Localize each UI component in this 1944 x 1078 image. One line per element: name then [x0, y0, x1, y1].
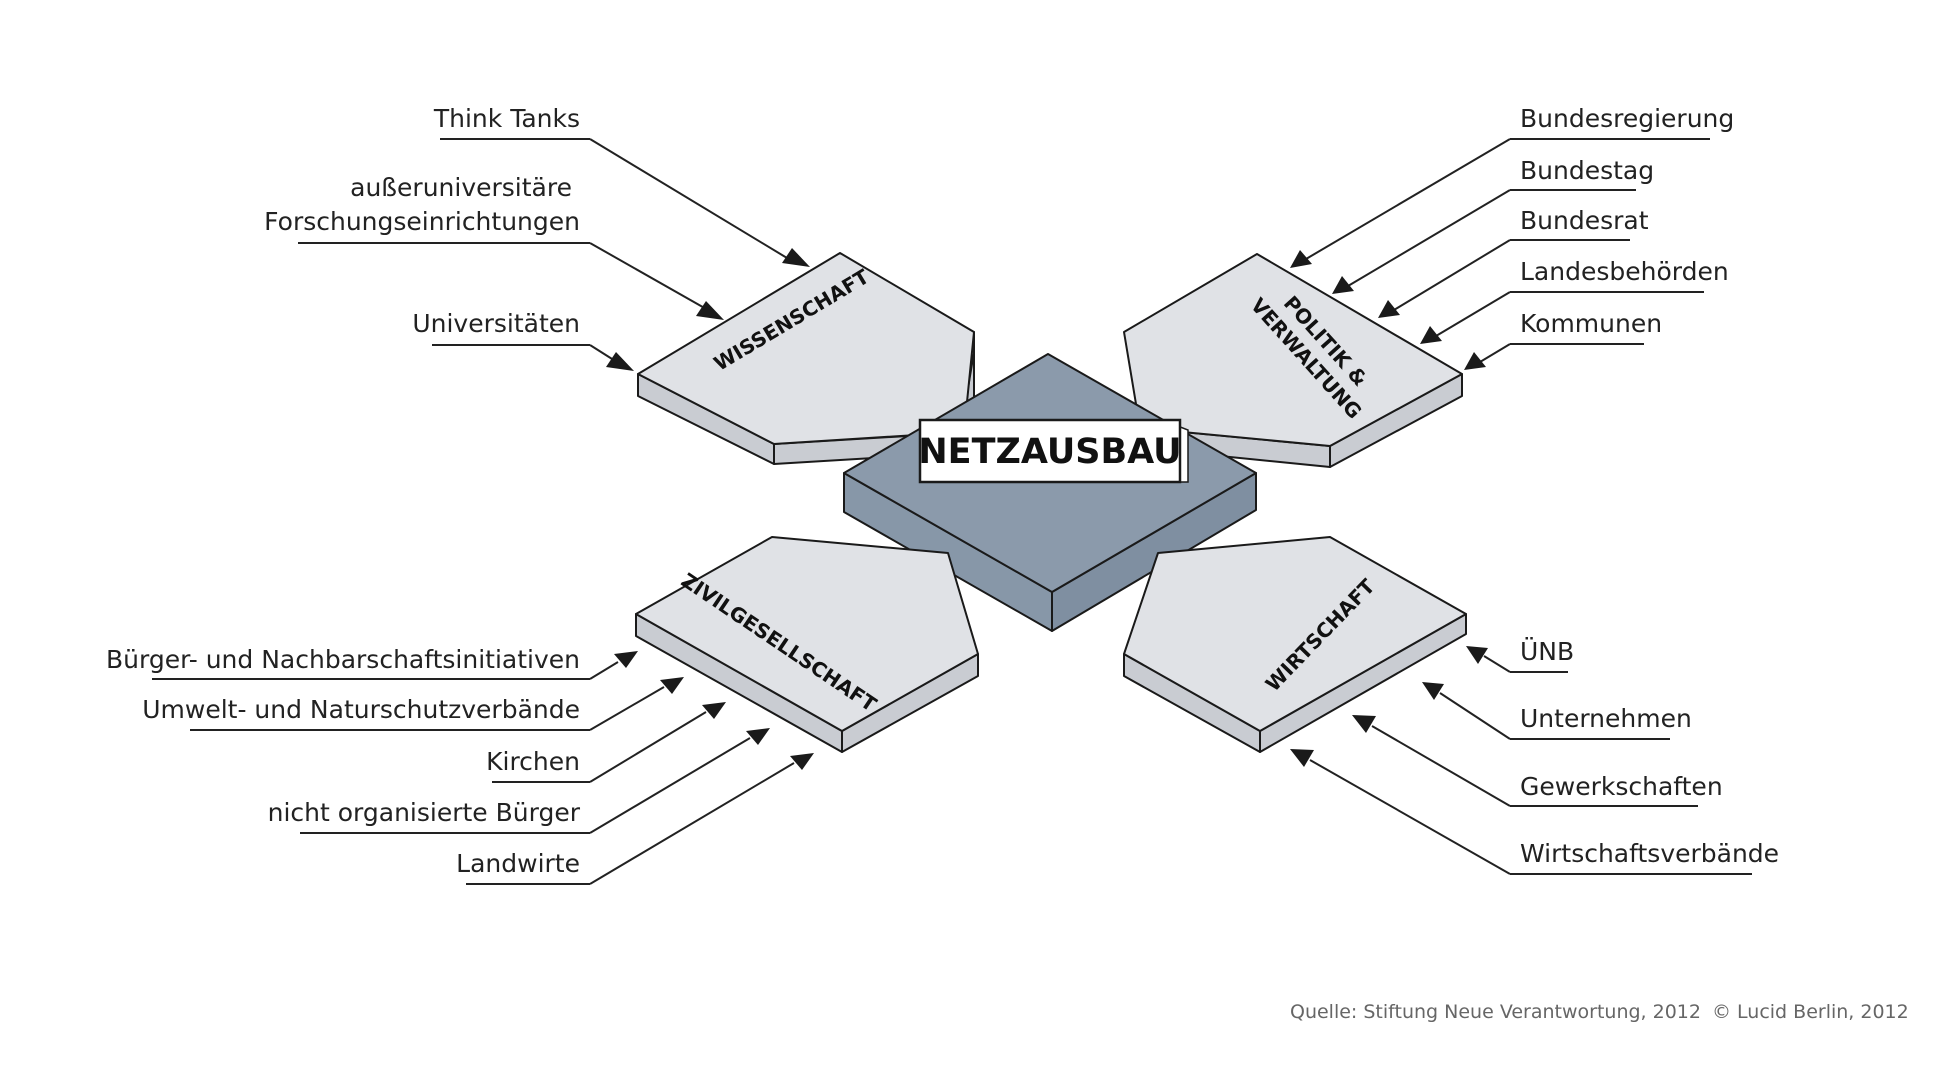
actors-politik: Bundesregierung Bundestag Bundesrat Land…: [1290, 104, 1734, 370]
label-bundesrat: Bundesrat: [1520, 206, 1649, 235]
label-think-tanks: Think Tanks: [433, 104, 580, 133]
label-universitaeten: Universitäten: [412, 309, 580, 338]
label-umweltverbaende: Umwelt- und Naturschutzverbände: [142, 695, 580, 724]
actors-wissenschaft: Think Tanks außeruniversitäre Forschungs…: [264, 104, 810, 371]
source-note: Quelle: Stiftung Neue Verantwortung, 201…: [1290, 1001, 1701, 1023]
label-uenb: ÜNB: [1520, 637, 1574, 666]
label-kirchen: Kirchen: [486, 747, 580, 776]
label-unternehmen: Unternehmen: [1520, 704, 1692, 733]
label-nicht-organisierte: nicht organisierte Bürger: [268, 798, 581, 827]
copyright-note: © Lucid Berlin, 2012: [1712, 1001, 1909, 1023]
tile-zivil: ZIVILGESELLSCHAFT: [635, 536, 979, 753]
label-landesbehoerden: Landesbehörden: [1520, 257, 1729, 286]
tile-wissenschaft: WISSENSCHAFT: [637, 252, 975, 465]
label-buergerinitiativen: Bürger- und Nachbarschaftsinitiativen: [106, 645, 580, 674]
label-aussenuni-1: außeruniversitäre: [350, 173, 572, 202]
actors-wirtschaft: ÜNB Unternehmen Gewerkschaften Wirtschaf…: [1290, 637, 1779, 875]
label-kommunen: Kommunen: [1520, 309, 1662, 338]
tile-wirtschaft: WIRTSCHAFT: [1123, 536, 1467, 753]
label-bundestag: Bundestag: [1520, 156, 1654, 185]
center-title: NETZAUSBAU: [918, 432, 1181, 472]
label-aussenuni-2: Forschungseinrichtungen: [264, 207, 580, 236]
label-wirtschaftsverbaende: Wirtschaftsverbände: [1520, 839, 1779, 868]
actors-zivil: Bürger- und Nachbarschaftsinitiativen Um…: [106, 645, 814, 885]
label-landwirte: Landwirte: [456, 849, 580, 878]
center-label: NETZAUSBAU: [918, 418, 1189, 484]
label-bundesregierung: Bundesregierung: [1520, 104, 1734, 133]
label-gewerkschaften: Gewerkschaften: [1520, 772, 1723, 801]
